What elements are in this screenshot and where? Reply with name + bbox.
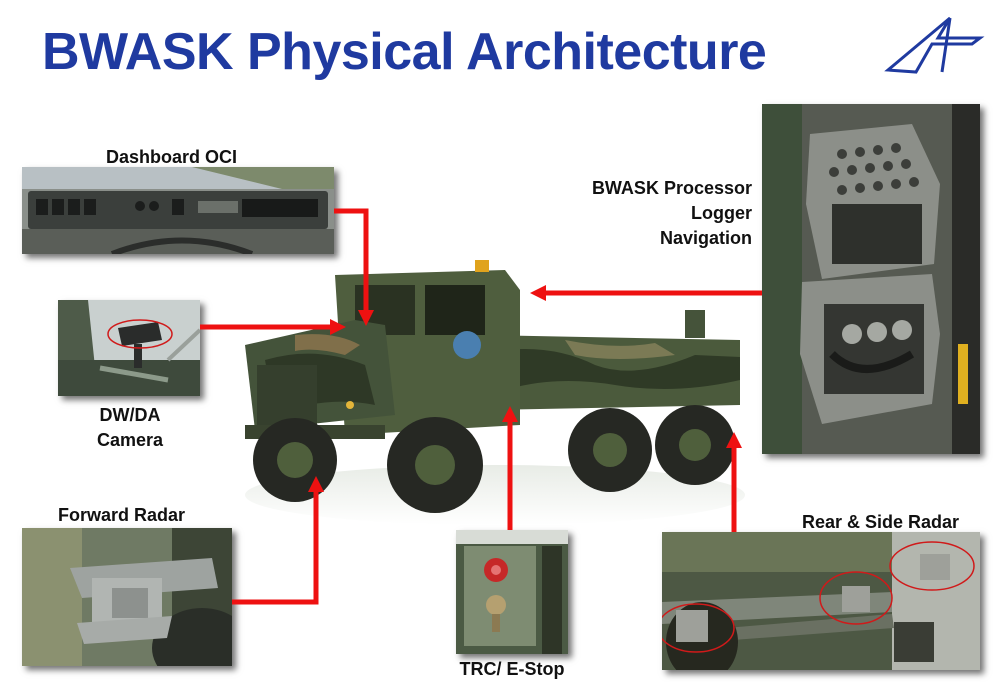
- trc-estop-photo: [456, 530, 568, 654]
- processor-label-line1: BWASK Processor: [591, 178, 752, 198]
- dwda-camera-photo: [58, 300, 200, 396]
- processor-label-line2: Logger: [691, 203, 752, 223]
- camera-label-line1: DW/DA: [99, 405, 161, 425]
- camera-label: DW/DA Camera: [80, 403, 180, 453]
- rear-side-radar-label: Rear & Side Radar: [802, 512, 960, 532]
- rear-side-radar-photo: [662, 532, 980, 670]
- dashboard-oci-label: Dashboard OCI: [106, 147, 238, 167]
- trc-estop-label: TRC/ E-Stop: [459, 659, 565, 679]
- page-title: BWASK Physical Architecture: [42, 23, 767, 81]
- processor-label: BWASK Processor Logger Navigation: [550, 176, 752, 251]
- dashboard-oci-photo: [22, 167, 334, 254]
- camera-label-line2: Camera: [96, 430, 164, 450]
- company-logo-icon: [880, 8, 990, 78]
- processor-photo: [762, 104, 980, 454]
- truck-photo: [235, 255, 755, 525]
- forward-radar-photo: [22, 528, 232, 666]
- processor-label-line3: Navigation: [659, 228, 752, 248]
- forward-radar-label: Forward Radar: [58, 505, 186, 525]
